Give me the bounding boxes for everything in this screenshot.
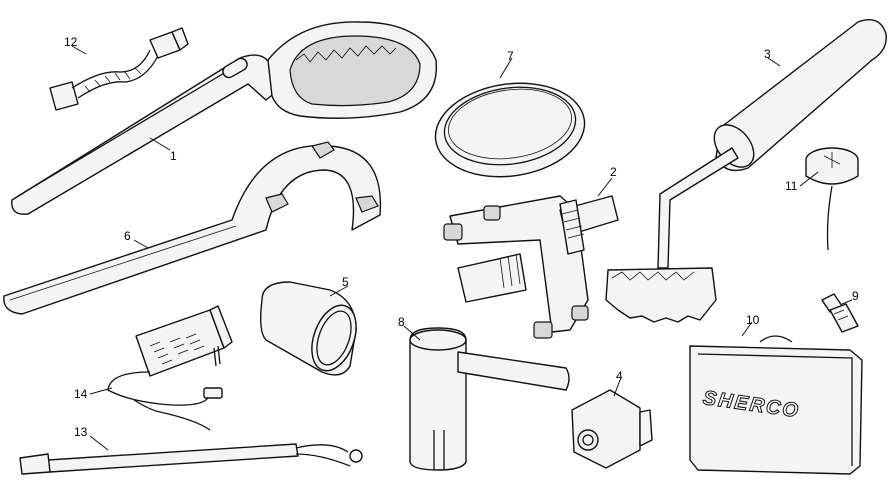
callout-13: 13 <box>74 425 88 439</box>
callout-1: 1 <box>170 149 177 163</box>
part-11-gauge <box>805 147 859 251</box>
callout-5: 5 <box>342 275 349 289</box>
callout-2: 2 <box>610 165 617 179</box>
part-1-ring-spanner <box>11 21 438 215</box>
callout-11: 11 <box>785 179 798 193</box>
part-8-t-bar-tool <box>409 327 570 471</box>
part-6-pin-spanner <box>3 141 382 315</box>
part-7-ring-seal <box>434 82 586 178</box>
callout-10: 10 <box>746 313 760 327</box>
part-13-cable <box>19 443 363 475</box>
part-9-fitting <box>821 293 859 333</box>
callout-12: 12 <box>64 35 78 49</box>
part-2-flywheel-puller <box>443 195 619 339</box>
leader-lines <box>71 45 853 451</box>
callout-6: 6 <box>124 229 131 243</box>
callout-8: 8 <box>398 315 405 329</box>
callout-9: 9 <box>852 289 859 303</box>
part-5-sleeve <box>259 281 357 376</box>
callout-numbers: 12 1 7 3 2 11 6 5 9 8 10 14 4 13 <box>64 35 859 439</box>
part-14-charger <box>107 305 233 431</box>
callout-14: 14 <box>74 387 88 401</box>
callout-7: 7 <box>507 49 514 63</box>
part-10-carry-case: SHERCO <box>689 335 863 475</box>
part-3-handle-tool <box>605 19 887 323</box>
part-4-nut-tool <box>571 389 653 469</box>
part-12-wiring-harness <box>49 27 189 111</box>
callout-4: 4 <box>616 369 623 383</box>
callout-3: 3 <box>764 47 771 61</box>
